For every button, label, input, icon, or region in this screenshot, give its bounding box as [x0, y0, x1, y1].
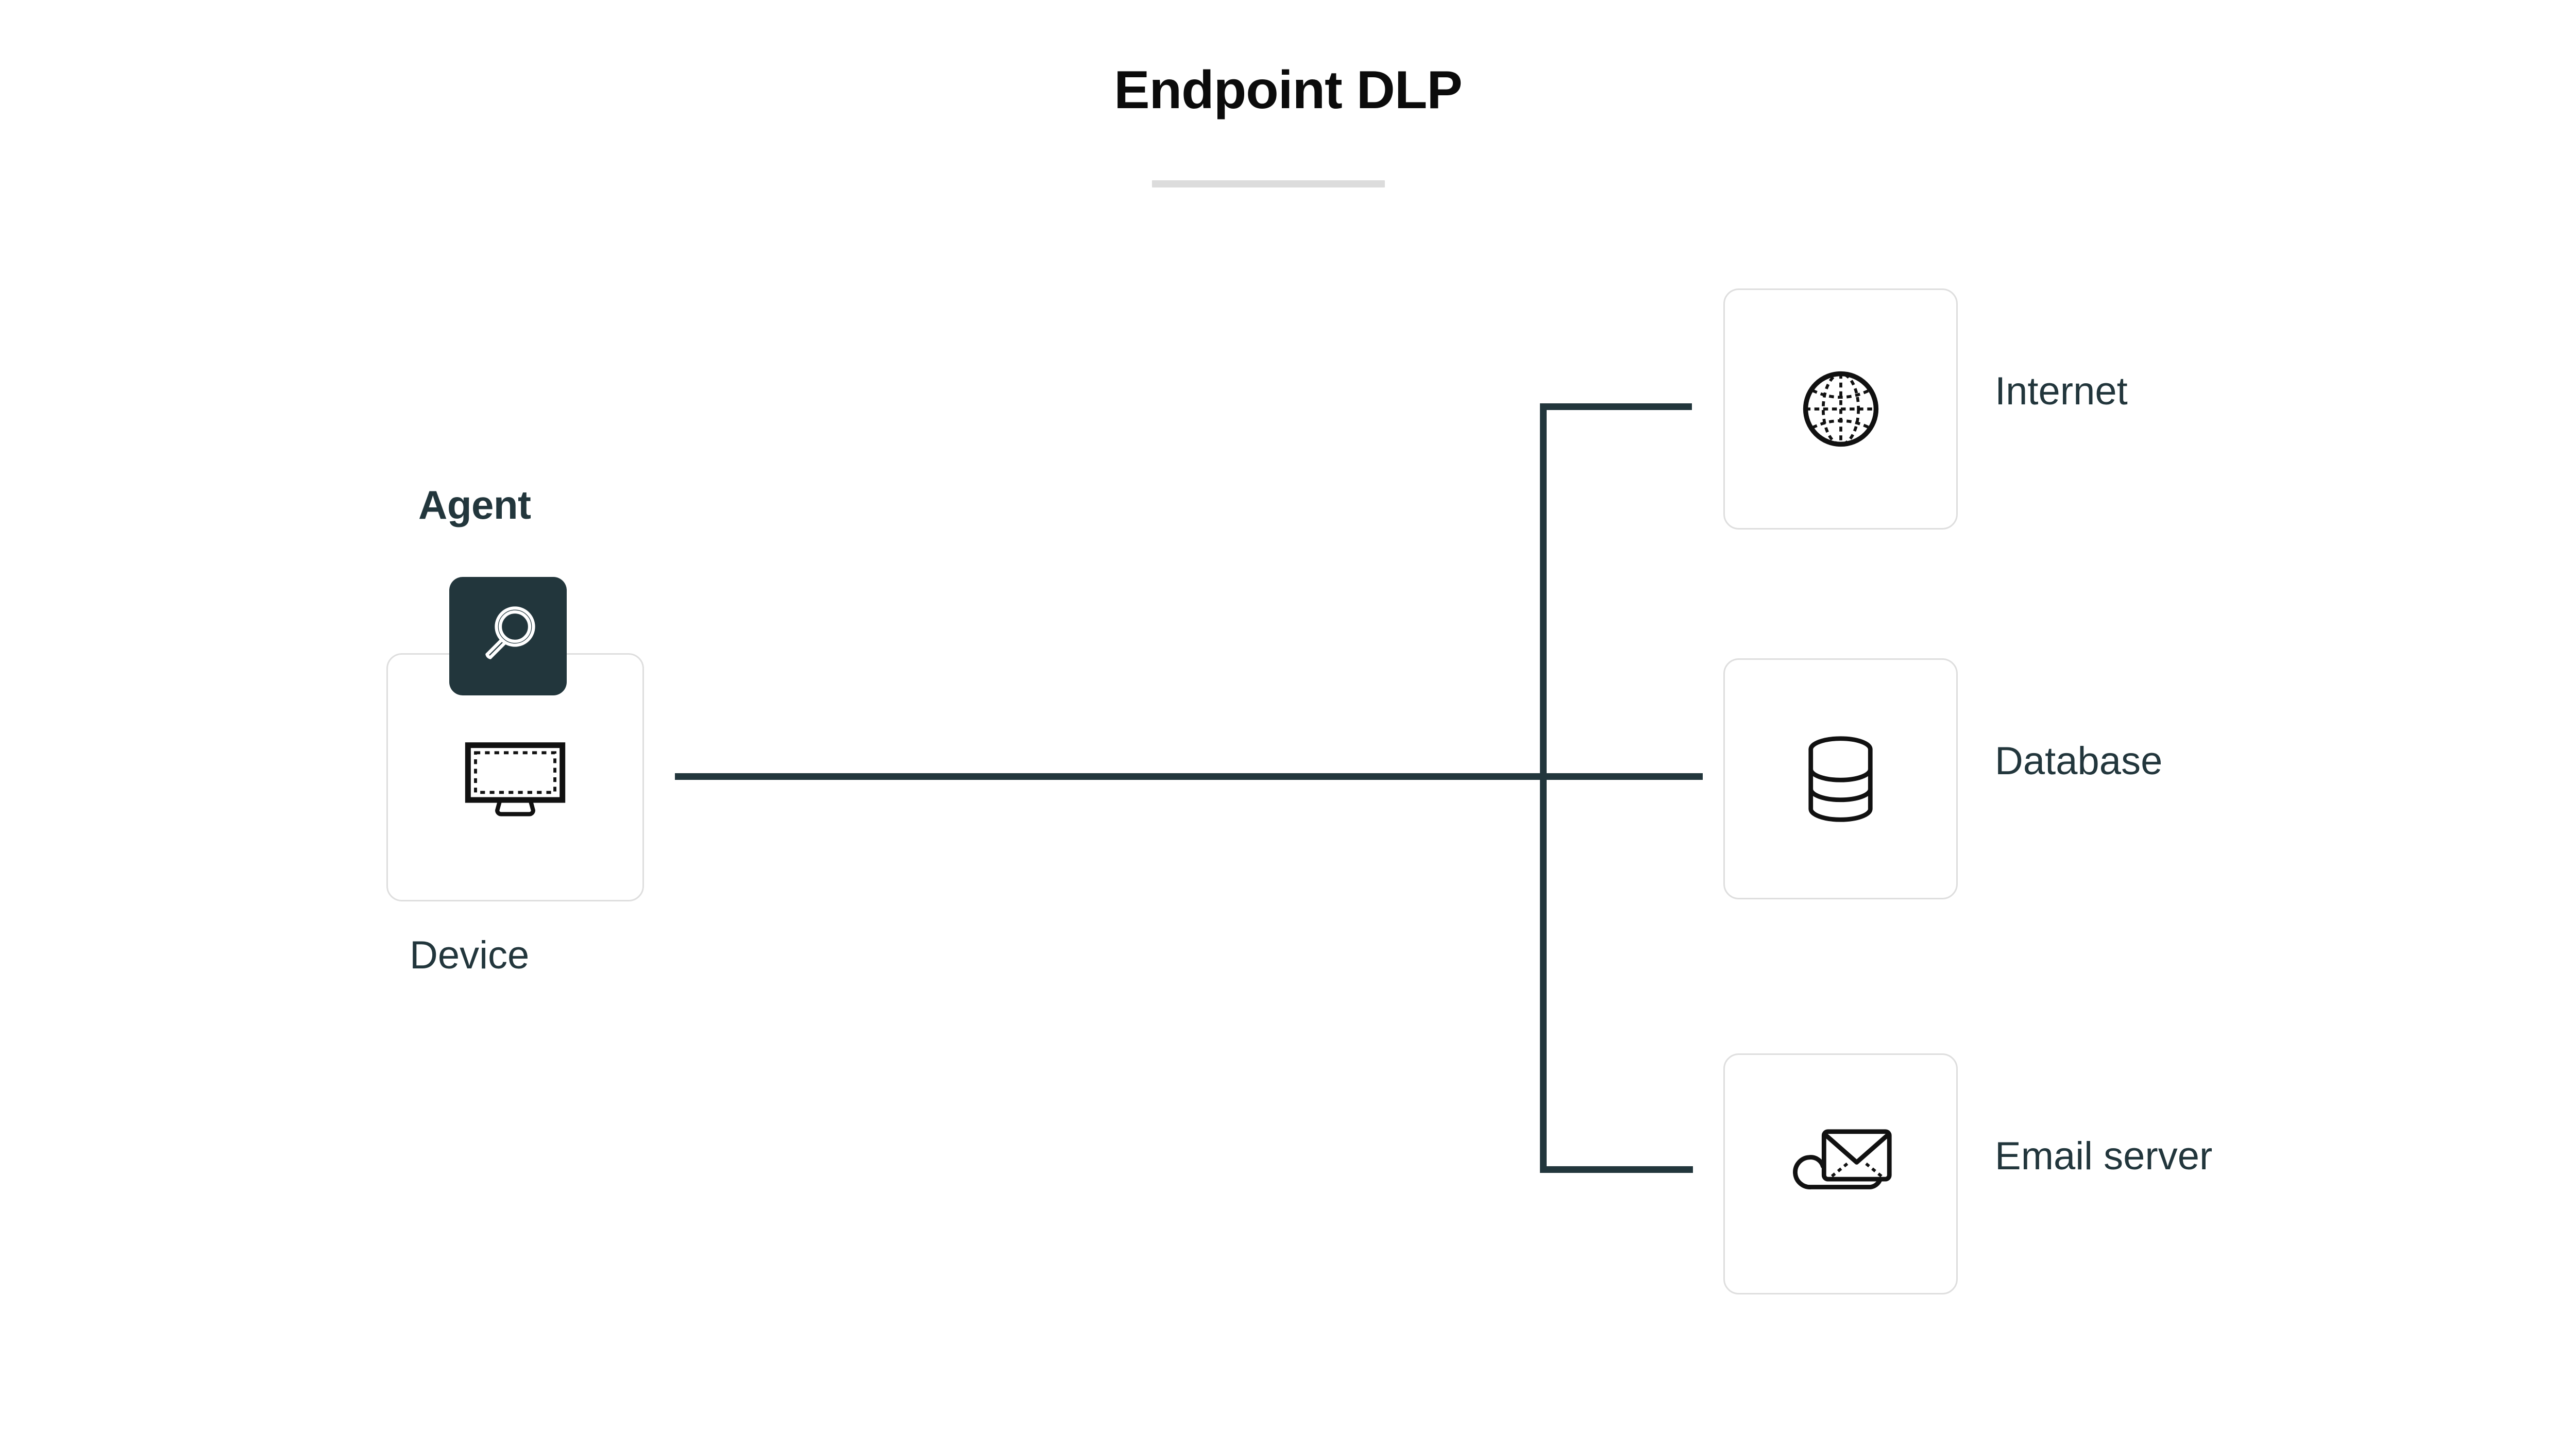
agent-badge[interactable]: [449, 577, 567, 695]
email-card[interactable]: [1723, 1053, 1958, 1294]
database-card[interactable]: [1723, 658, 1958, 899]
connector-trunk-horizontal: [675, 773, 1703, 780]
device-label: Device: [410, 933, 530, 977]
connector-vertical-bus: [1540, 403, 1547, 1173]
database-icon: [1725, 660, 1956, 898]
magnifier-icon: [469, 596, 547, 676]
monitor-icon: [388, 655, 642, 900]
email-cloud-icon: [1725, 1055, 1956, 1293]
connector-branch-internet: [1540, 403, 1692, 410]
title-underline-rule: [1152, 180, 1385, 187]
agent-label: Agent: [418, 482, 531, 527]
internet-card[interactable]: [1723, 288, 1958, 530]
internet-label: Internet: [1995, 369, 2128, 413]
page-title: Endpoint DLP: [1114, 60, 1462, 120]
connector-branch-email: [1540, 1166, 1693, 1173]
email-server-label: Email server: [1995, 1134, 2213, 1178]
globe-icon: [1725, 290, 1956, 528]
database-label: Database: [1995, 739, 2163, 783]
